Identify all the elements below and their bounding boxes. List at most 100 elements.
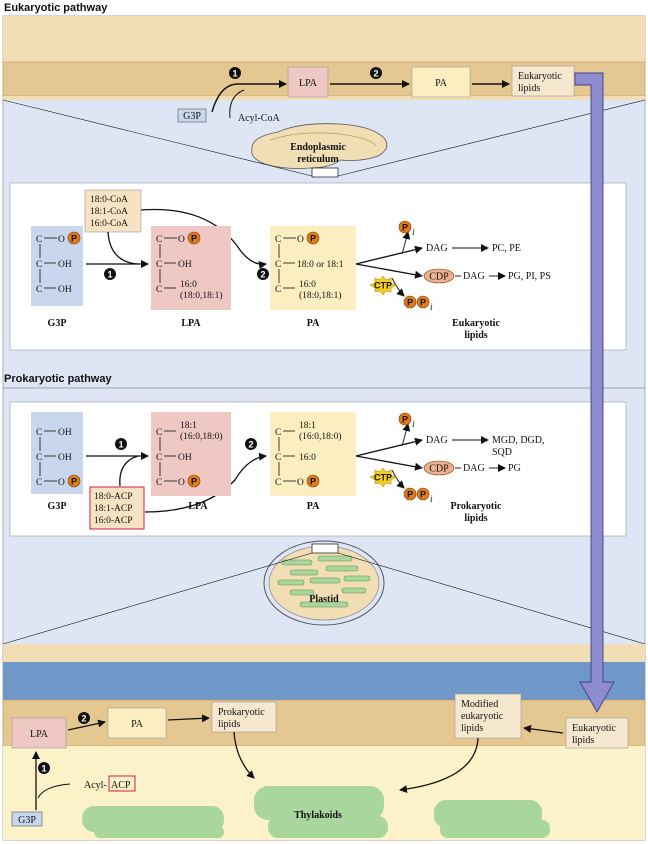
plastid-prok-lipids-box xyxy=(211,701,277,733)
prok-acp-1: 18:0-ACP xyxy=(94,492,133,502)
prok-step1-number: 1 xyxy=(118,440,123,450)
euk-pa-phosphate-label: P xyxy=(310,234,316,244)
zoom-line-left xyxy=(2,99,313,177)
prok-pa-o: O xyxy=(297,478,304,488)
prok-g3p-phosphate-label: P xyxy=(71,477,77,487)
prok-dag-products-2: SQD xyxy=(492,447,512,458)
prok-ppi-release-arrow xyxy=(391,469,405,489)
euk-coa-branch-2 xyxy=(140,208,267,269)
euk-pi-p: P xyxy=(402,223,408,233)
euk-pa-chain-top: 18:0 or 18:1 xyxy=(297,260,344,270)
euk-lpa-phosphate-label: P xyxy=(191,234,197,244)
prok-lipids-caption-2: lipids xyxy=(464,513,487,524)
er-g3p-label: G3P xyxy=(183,111,201,122)
er-arrow-step1 xyxy=(211,80,287,113)
prok-pi-subscript: i xyxy=(412,420,415,430)
euk-lpa-c2: C xyxy=(156,260,162,270)
plastid-step1-marker xyxy=(38,762,50,774)
prok-pi-circle xyxy=(398,412,412,426)
euk-dag-products-1: PC, PE xyxy=(492,243,521,254)
prok-cdp-products: PG xyxy=(508,463,521,474)
plastid-pa-label: PA xyxy=(131,719,144,730)
prok-lpa-chain-1: 18:1 xyxy=(180,421,197,431)
euk-ctp-label: CTP xyxy=(374,281,392,291)
prok-lpa-c2: C xyxy=(156,453,162,463)
euk-cdp-label: CDP xyxy=(429,272,449,283)
prok-step1-marker xyxy=(115,438,127,450)
prok-pa-phosphate xyxy=(306,474,320,488)
euk-coa-2: 18:1-CoA xyxy=(90,207,128,217)
euk-dag-2: DAG xyxy=(463,271,485,282)
plastid-g3p-label: G3P xyxy=(18,815,36,826)
prok-g3p-c3: C xyxy=(36,478,42,488)
er-membrane-edge xyxy=(3,96,645,100)
euk-pa-chain-bot-2: (18:0,18:1) xyxy=(299,290,341,301)
er-step2-number: 2 xyxy=(373,69,378,79)
plastid-lpa-label: LPA xyxy=(30,729,49,740)
prok-lpa-chain-2: (16:0,18:0) xyxy=(180,431,222,442)
euk-g3p-caption: G3P xyxy=(48,318,67,329)
thylakoids-illustration xyxy=(82,786,550,838)
plastid-pa-box xyxy=(107,707,167,739)
euk-pa-c1: C xyxy=(275,235,281,245)
euk-cdp-products: PG, PI, PS xyxy=(508,271,551,282)
plastid-euk-lipids-2: lipids xyxy=(572,735,594,746)
prok-g3p-c2: C xyxy=(36,453,42,463)
euk-lpa-caption: LPA xyxy=(181,318,201,329)
prok-ppi-circle-2 xyxy=(416,487,430,501)
prok-dag-products-1: MGD, DGD, xyxy=(492,435,545,446)
euk-coa-3: 16:0-CoA xyxy=(90,219,128,229)
plastid-arrow-euk-modified xyxy=(523,724,564,734)
plastid-step1-number: 1 xyxy=(41,764,46,774)
euk-pi-release-arrow xyxy=(401,231,411,255)
euk-ppi-p2: P xyxy=(420,298,426,308)
prok-cdp-ellipse xyxy=(423,460,455,476)
euk-arrow-to-cdp xyxy=(355,263,423,279)
euk-g3p-structure: C O C OH C OH xyxy=(36,235,72,295)
er-euk-lipids-box xyxy=(511,65,575,97)
euk-lpa-o: O xyxy=(178,235,185,245)
prok-cdp-label: CDP xyxy=(429,464,449,475)
plastid-arrow-modified-thylakoids xyxy=(399,737,479,794)
er-lpa-label: LPA xyxy=(299,78,318,89)
euk-g3p-phosphate xyxy=(67,231,81,245)
er-membrane-outer xyxy=(3,16,645,62)
euk-pa-chain-bot-1: 16:0 xyxy=(299,280,316,290)
prok-pa-chain-top-1: 18:1 xyxy=(299,421,316,431)
prok-pi-release-arrow xyxy=(401,423,411,447)
plastid-lpa-box xyxy=(11,717,67,749)
euk-ppi-p1: P xyxy=(407,298,413,308)
prok-acp-box xyxy=(89,486,145,530)
plastid-g3p-box xyxy=(11,811,43,827)
euk-pa-structure: C O C 18:0 or 18:1 C 16:0 (18:0,18:1) xyxy=(275,235,344,301)
euk-g3p-oh2: OH xyxy=(58,260,72,270)
er-illustration: Endoplasmic reticulum xyxy=(251,123,388,178)
euk-coa-branch-1 xyxy=(107,231,139,265)
prok-lpa-phosphate xyxy=(187,474,201,488)
plastid-prok-lipids-2: lipids xyxy=(218,719,240,730)
euk-pa-c3: C xyxy=(275,285,281,295)
prok-arrow-to-dag xyxy=(355,437,423,457)
plastid-modified-1: Modified xyxy=(461,699,498,710)
plastid-illustration: Plastid xyxy=(263,540,385,626)
prok-pa-chain-bot: 16:0 xyxy=(299,453,316,463)
prok-g3p-caption: G3P xyxy=(48,501,67,512)
euk-pa-phosphate xyxy=(306,231,320,245)
euk-g3p-o: O xyxy=(58,235,65,245)
euk-ppi-circle-2 xyxy=(416,295,430,309)
prok-lpa-oh: OH xyxy=(178,453,192,463)
plastid-zoom-box xyxy=(311,543,339,554)
euk-pi-circle xyxy=(398,220,412,234)
euk-ppi-circle-1 xyxy=(403,295,417,309)
euk-g3p-oh3: OH xyxy=(58,285,72,295)
er-euk-lipids-line1: Eukaryotic xyxy=(518,71,562,82)
prok-pa-c2: C xyxy=(275,453,281,463)
prok-dag-2: DAG xyxy=(463,463,485,474)
plastid-zoom-line-left xyxy=(2,552,313,645)
euk-lipids-caption-2: lipids xyxy=(464,330,487,341)
plastid-acp-box xyxy=(108,775,136,792)
prok-ctp-burst xyxy=(369,467,397,488)
prok-lpa-c3: C xyxy=(156,478,162,488)
euk-lpa-c3: C xyxy=(156,285,162,295)
euk-lipids-caption-1: Eukaryotic xyxy=(452,318,500,329)
